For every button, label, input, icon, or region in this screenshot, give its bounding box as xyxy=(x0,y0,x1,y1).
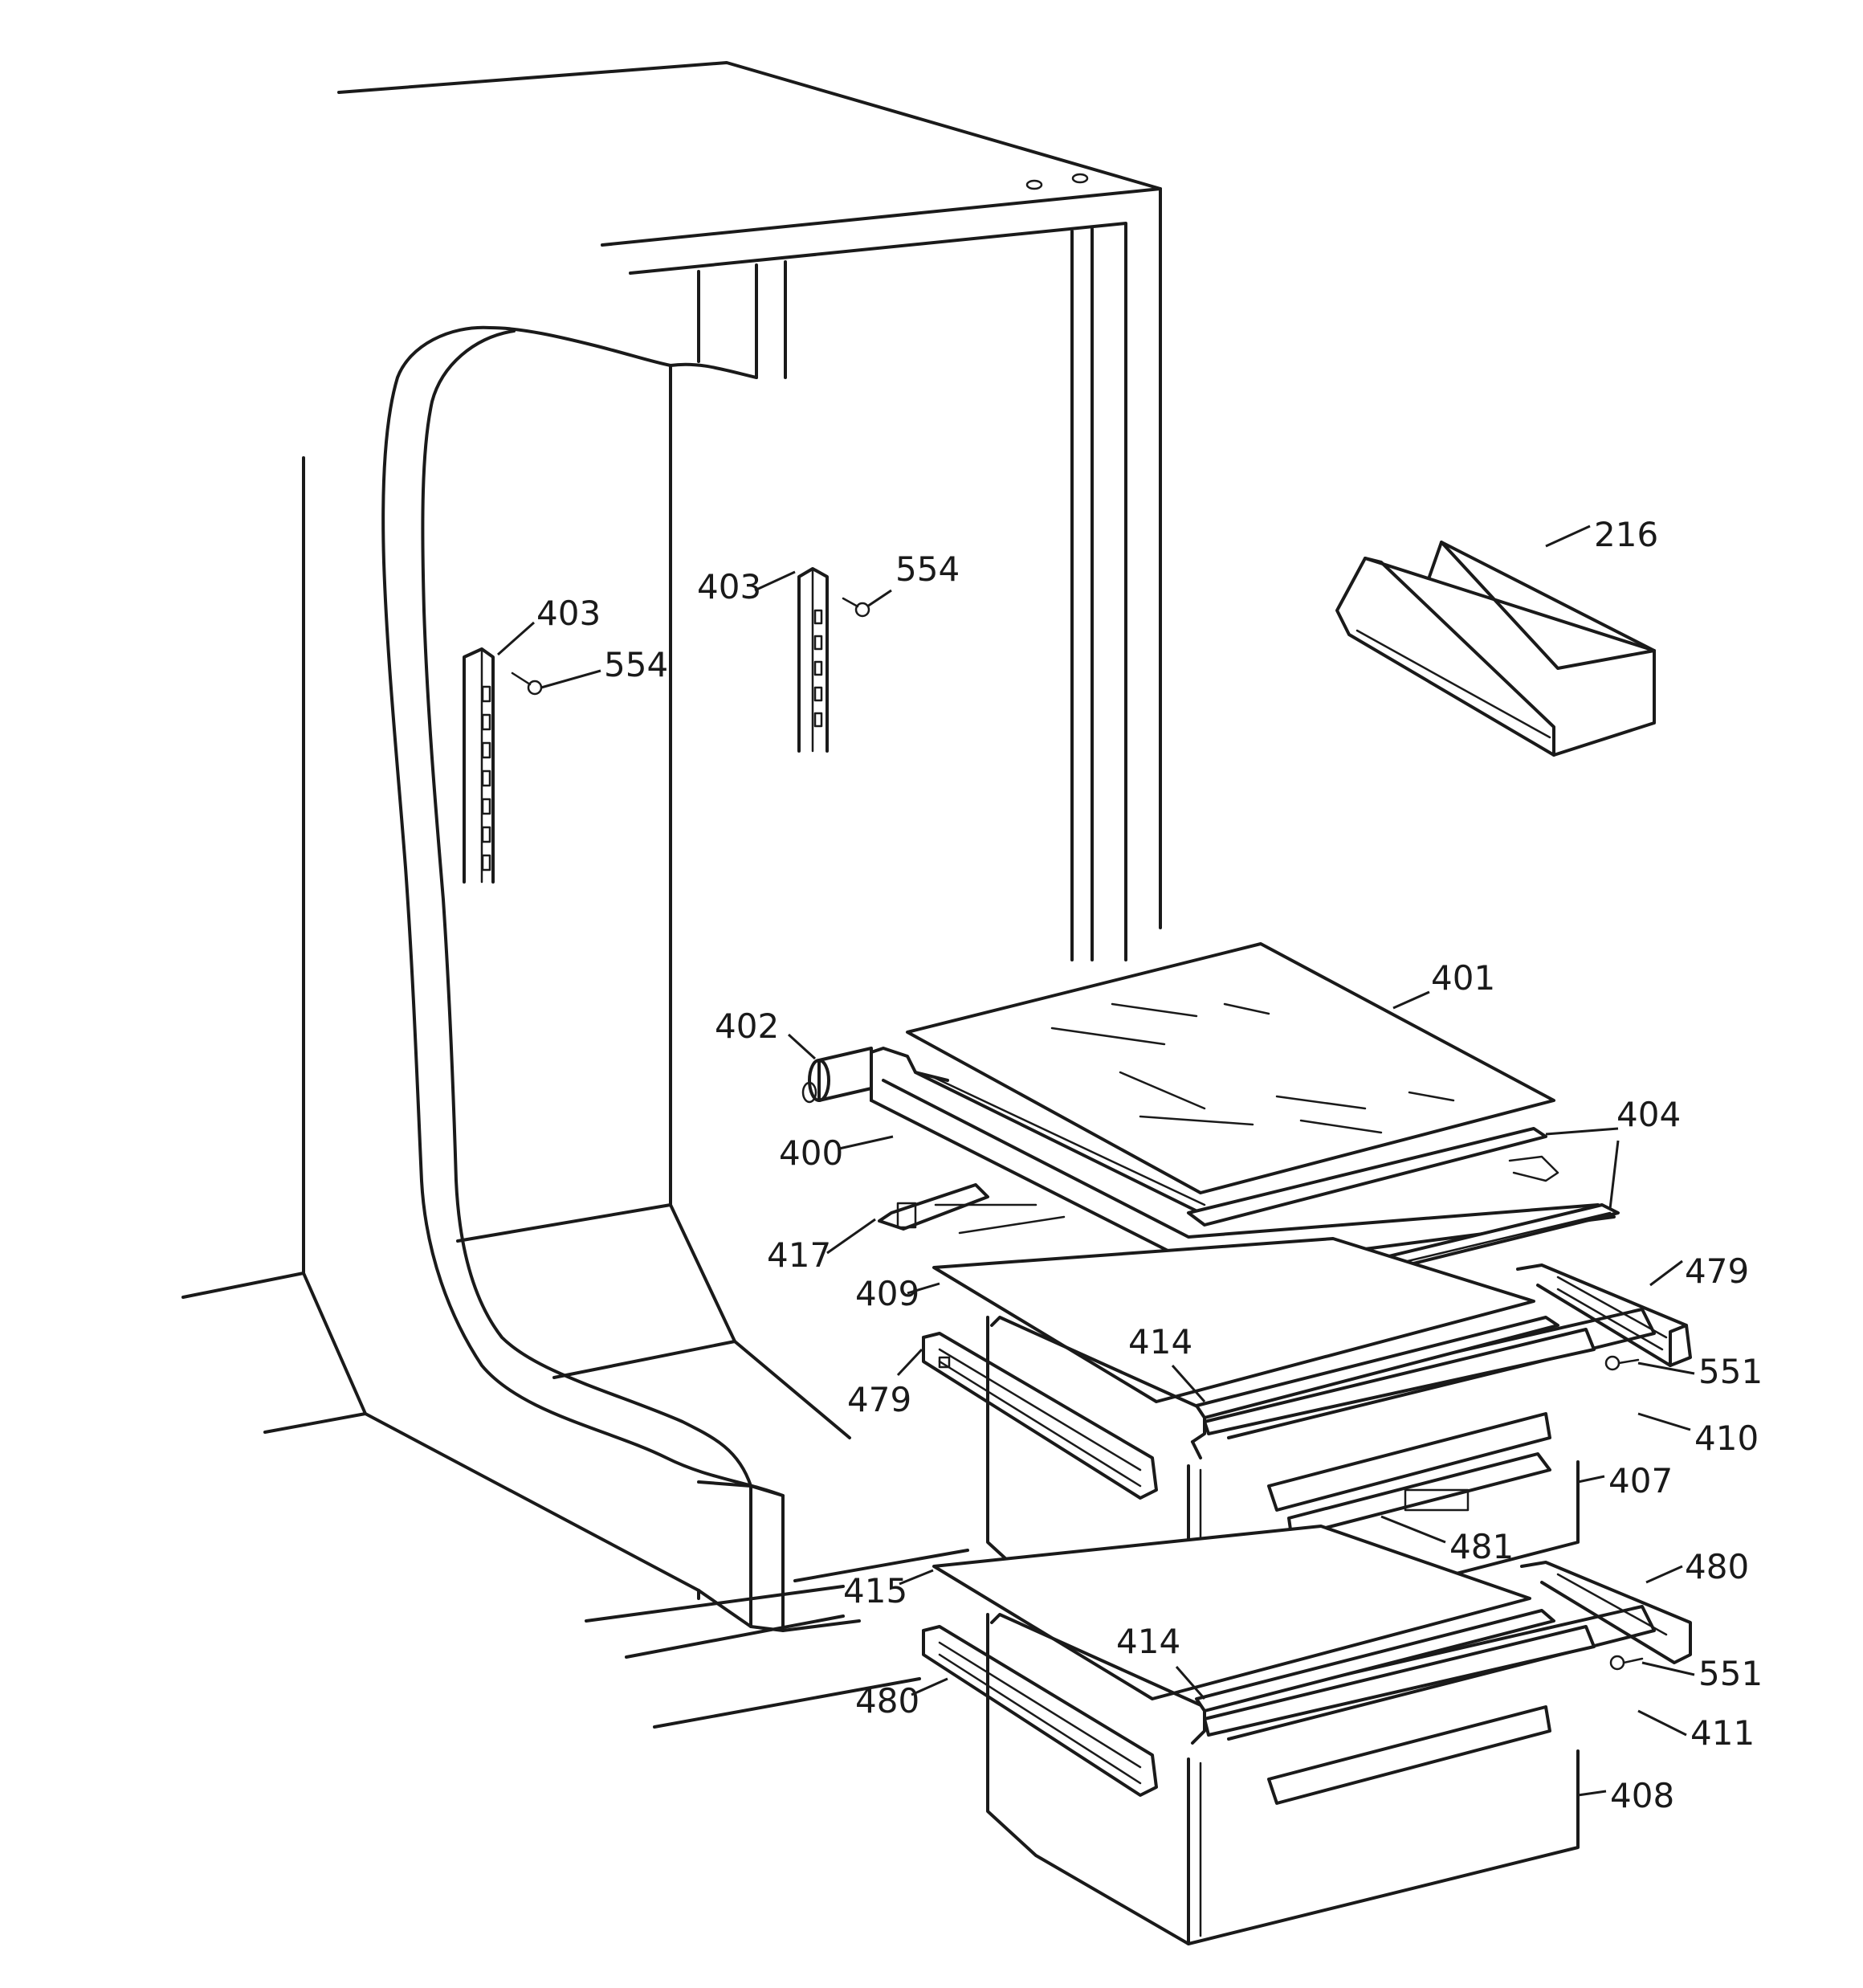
leader-lines xyxy=(497,525,1695,1797)
crisper-cover-frame-lower xyxy=(990,1605,1656,1745)
callout-410: 410 xyxy=(1694,1419,1759,1458)
callout-554-left: 554 xyxy=(604,645,668,684)
shelf-bracket-417 xyxy=(878,1183,1066,1235)
refrigerator-cabinet xyxy=(181,61,1162,1729)
glass-shelf xyxy=(906,942,1555,1194)
callout-551-lower: 551 xyxy=(1698,1654,1763,1693)
storage-bin xyxy=(1335,541,1656,757)
callout-401: 401 xyxy=(1431,958,1495,998)
callout-554-right: 554 xyxy=(895,549,960,589)
callout-labels: 216 403 554 403 554 401 402 400 404 417 … xyxy=(536,515,1763,1815)
crisper-cover-glass xyxy=(932,1237,1535,1403)
callout-407: 407 xyxy=(1608,1461,1673,1500)
screw-right xyxy=(842,597,870,618)
callout-400: 400 xyxy=(779,1133,843,1173)
drawer-slide-479-left xyxy=(922,1332,1158,1500)
crisper-drawer-lower xyxy=(986,1613,1580,1945)
callout-404: 404 xyxy=(1616,1095,1681,1134)
callout-414-lower: 414 xyxy=(1116,1622,1180,1661)
shelf-ladder-left xyxy=(463,647,495,884)
callout-403-right: 403 xyxy=(697,567,761,606)
callout-479-right: 479 xyxy=(1685,1251,1749,1291)
callout-409: 409 xyxy=(855,1274,919,1313)
crisper-cover-glass-lower xyxy=(932,1525,1531,1700)
callout-479-left: 479 xyxy=(847,1380,911,1419)
callout-481: 481 xyxy=(1449,1527,1514,1566)
drawer-slide-480-right xyxy=(1520,1561,1692,1664)
screw-left xyxy=(511,672,543,696)
shelf-support-rail xyxy=(801,1047,873,1104)
shelf-ladder-right xyxy=(797,567,829,753)
callout-480-right: 480 xyxy=(1685,1547,1749,1586)
callout-402: 402 xyxy=(715,1006,779,1046)
callout-480-left: 480 xyxy=(855,1681,919,1721)
callout-415: 415 xyxy=(843,1571,907,1610)
screw-551-upper xyxy=(1604,1355,1640,1371)
callout-411: 411 xyxy=(1690,1713,1755,1753)
callout-403-left: 403 xyxy=(536,594,601,633)
shelf-trim-upper xyxy=(1187,1127,1559,1227)
callout-417: 417 xyxy=(767,1235,831,1275)
callout-408: 408 xyxy=(1610,1776,1674,1815)
callout-414-upper: 414 xyxy=(1128,1322,1192,1361)
callout-216: 216 xyxy=(1594,515,1658,554)
crisper-divider-upper xyxy=(1195,1316,1596,1435)
callout-551-upper: 551 xyxy=(1698,1352,1763,1391)
drawer-slide-479-right xyxy=(1516,1263,1692,1367)
screw-551-lower xyxy=(1609,1655,1644,1671)
drawer-slide-480-left xyxy=(922,1625,1158,1797)
